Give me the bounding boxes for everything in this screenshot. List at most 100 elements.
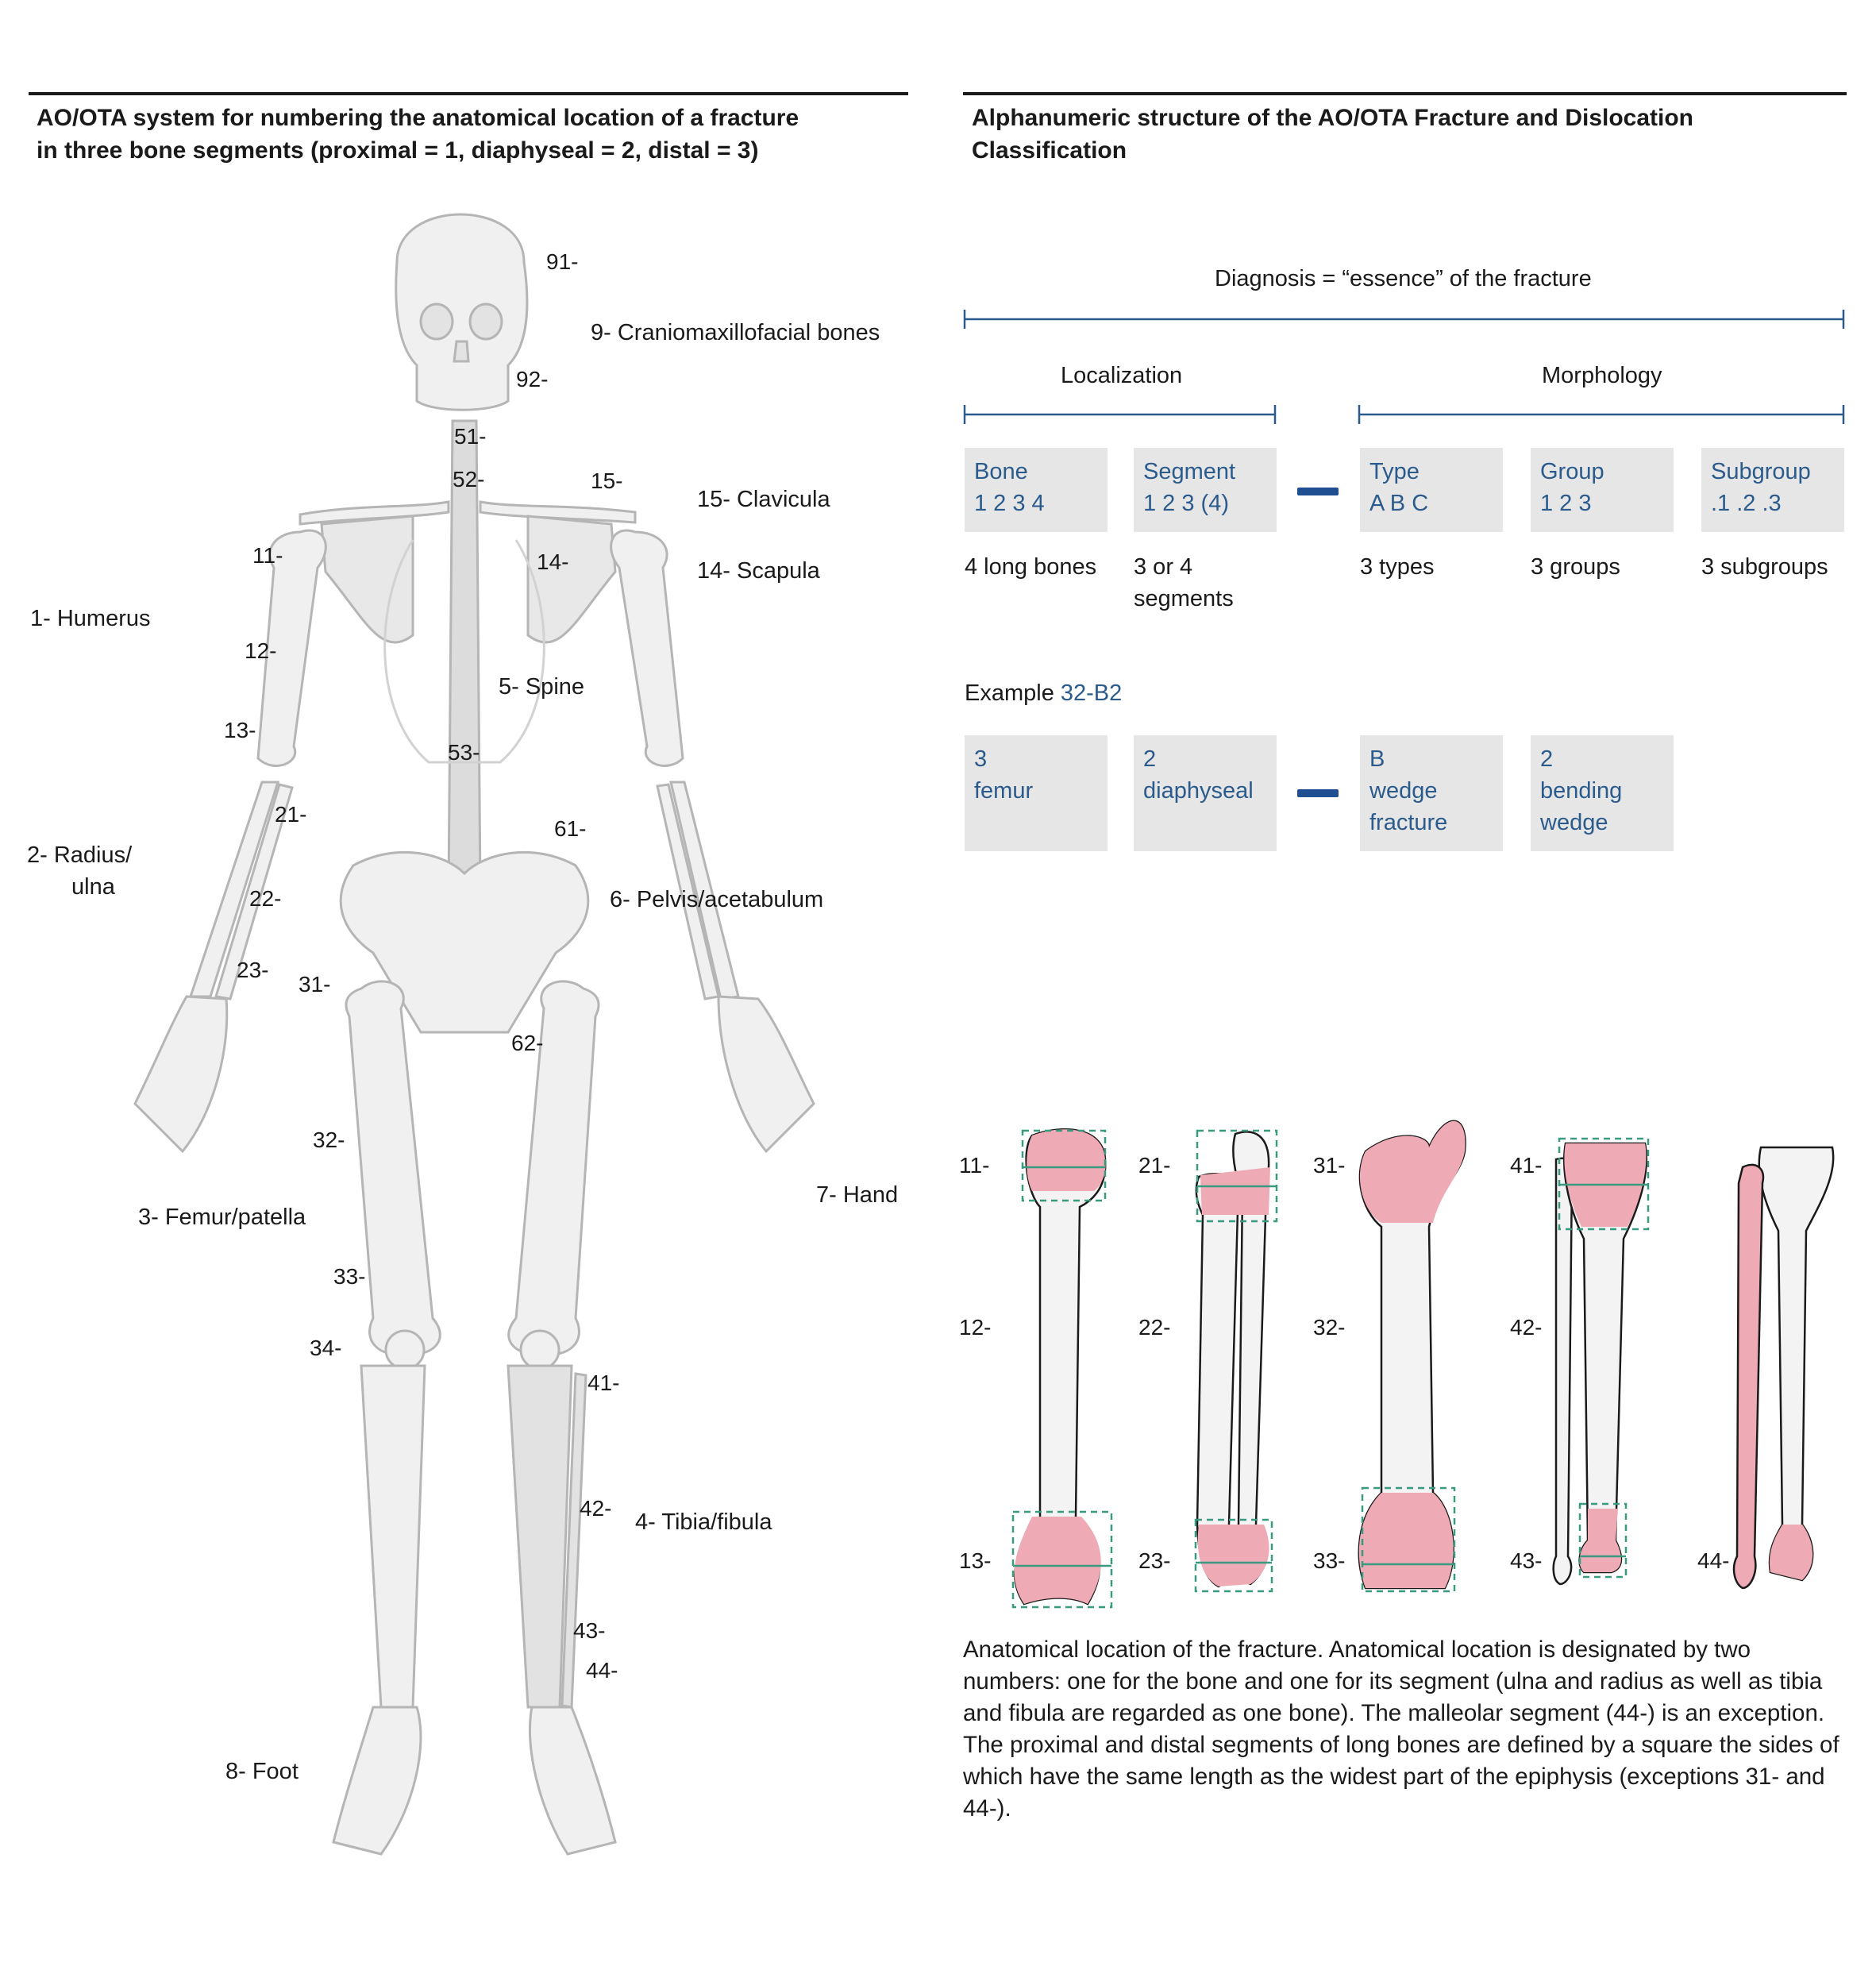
example-separator-dash [1297, 789, 1339, 797]
segment-box-title: Segment [1143, 459, 1236, 484]
code-11: 11- [252, 543, 283, 568]
label-scapula: 14- Scapula [697, 558, 820, 584]
radius-ulna-23-segment [1197, 1525, 1269, 1586]
rib-cage-outline [383, 539, 545, 764]
segment-box-value: 1 2 3 (4) [1143, 491, 1229, 516]
example-femur-line1: 3 [974, 746, 988, 772]
tibia-44-bone-shape [1758, 1146, 1835, 1582]
square-13 [1011, 1510, 1113, 1609]
right-heading-line1: Alphanumeric structure of the AO/OTA Fra… [972, 105, 1694, 131]
bone-code-44: 44- [1697, 1548, 1730, 1573]
bone-code-43: 43- [1510, 1548, 1543, 1573]
femur-33-segment [1358, 1493, 1454, 1588]
bone-code-22: 22- [1138, 1315, 1171, 1340]
right-scapula-shape [526, 515, 617, 644]
left-heading-line1: AO/OTA system for numbering the anatomic… [37, 105, 799, 131]
right-eye-socket-shape [468, 303, 503, 341]
bone-code-41: 41- [1510, 1153, 1543, 1178]
example-code: 32-B2 [1060, 680, 1123, 706]
code-92: 92- [516, 367, 549, 391]
skull-shape [395, 213, 529, 411]
bone-code-33: 33- [1313, 1548, 1346, 1573]
square-33 [1361, 1486, 1456, 1593]
example-diaphyseal-box: 2 diaphyseal [1134, 735, 1277, 851]
type-desc: 3 types [1360, 551, 1435, 583]
label-clavicula: 15- Clavicula [697, 487, 830, 512]
bone-code-13: 13- [959, 1548, 992, 1573]
code-22: 22- [249, 886, 282, 911]
code-61: 61- [554, 816, 587, 841]
bone-box-value: 1 2 3 4 [974, 491, 1045, 516]
example-wedge-line3: fracture [1369, 810, 1448, 835]
label-femur-patella: 3- Femur/patella [138, 1205, 306, 1230]
code-14: 14- [537, 549, 569, 574]
code-31: 31- [299, 972, 331, 997]
bone-code-32: 32- [1313, 1315, 1346, 1340]
bone-code-31: 31- [1313, 1153, 1346, 1178]
bone-code-21: 21- [1138, 1153, 1171, 1178]
code-21: 21- [275, 802, 307, 827]
left-heading-line2: in three bone segments (proximal = 1, di… [37, 137, 759, 164]
segment-desc-line2: segments [1134, 586, 1234, 611]
right-panel-rule [963, 92, 1847, 95]
right-clavicle-shape [479, 500, 637, 524]
example-bending-line3: wedge [1540, 810, 1608, 835]
type-desc-line1: 3 types [1360, 554, 1435, 580]
example-bending-line1: 2 [1540, 746, 1554, 772]
tibia-44-segment [1769, 1525, 1813, 1580]
group-box: Group 1 2 3 [1531, 448, 1674, 532]
left-radius-shape [188, 781, 280, 998]
fibula-44-bone-shape [1732, 1163, 1765, 1590]
diagnosis-label: Diagnosis = “essence” of the fracture [1215, 266, 1592, 291]
tibia-43-segment [1579, 1509, 1621, 1572]
example-prefix: Example [965, 680, 1054, 706]
humerus-11-segment [1027, 1129, 1106, 1191]
left-scapula-shape [320, 515, 414, 644]
example-femur-box: 3 femur [965, 735, 1107, 851]
code-51: 51- [454, 424, 487, 449]
code-44: 44- [586, 1658, 618, 1683]
bone-desc-line1: 4 long bones [965, 554, 1097, 580]
square-43 [1578, 1502, 1628, 1579]
code-53: 53- [448, 740, 480, 765]
group-desc-line1: 3 groups [1531, 554, 1620, 580]
code-32: 32- [313, 1128, 345, 1152]
code-34: 34- [310, 1336, 342, 1360]
left-hand-shape [133, 995, 229, 1154]
separator-dash [1297, 488, 1339, 495]
code-91: 91- [546, 249, 579, 274]
radius-ulna-21-segment [1200, 1167, 1270, 1215]
bone-desc: 4 long bones [965, 551, 1096, 583]
humerus-13-segment [1014, 1517, 1101, 1604]
right-hand-shape [717, 995, 815, 1154]
segment-desc-line1: 3 or 4 [1134, 554, 1193, 580]
code-62: 62- [511, 1031, 544, 1055]
label-craniomaxillofacial: 9- Craniomaxillofacial bones [591, 320, 880, 345]
left-humerus-shape [256, 529, 327, 767]
label-foot: 8- Foot [225, 1759, 299, 1784]
segment-box: Segment 1 2 3 (4) [1134, 448, 1277, 532]
label-tibia-fibula: 4- Tibia/fibula [635, 1509, 772, 1535]
left-eye-socket-shape [419, 303, 454, 341]
femur-31-segment [1359, 1120, 1466, 1223]
code-23: 23- [237, 958, 269, 982]
right-humerus-shape [610, 529, 684, 767]
subgroup-box-title: Subgroup [1711, 459, 1811, 484]
example-femur-line2: femur [974, 778, 1034, 804]
code-15: 15- [591, 468, 623, 493]
code-13: 13- [224, 718, 256, 742]
bone-code-12: 12- [959, 1315, 992, 1340]
localization-label: Localization [1061, 363, 1183, 388]
type-box: Type A B C [1360, 448, 1503, 532]
example-wedge-line1: B [1369, 746, 1385, 772]
example-wedge-fracture-box: B wedge fracture [1360, 735, 1503, 851]
label-humerus: 1- Humerus [30, 606, 151, 631]
bone-box: Bone 1 2 3 4 [965, 448, 1107, 532]
group-box-value: 1 2 3 [1540, 491, 1592, 516]
group-desc: 3 groups [1531, 551, 1620, 583]
label-hand: 7- Hand [816, 1182, 899, 1208]
type-box-value: A B C [1369, 491, 1429, 516]
code-41: 41- [587, 1371, 620, 1395]
square-21 [1196, 1129, 1278, 1223]
left-ulna-shape [214, 783, 294, 1000]
